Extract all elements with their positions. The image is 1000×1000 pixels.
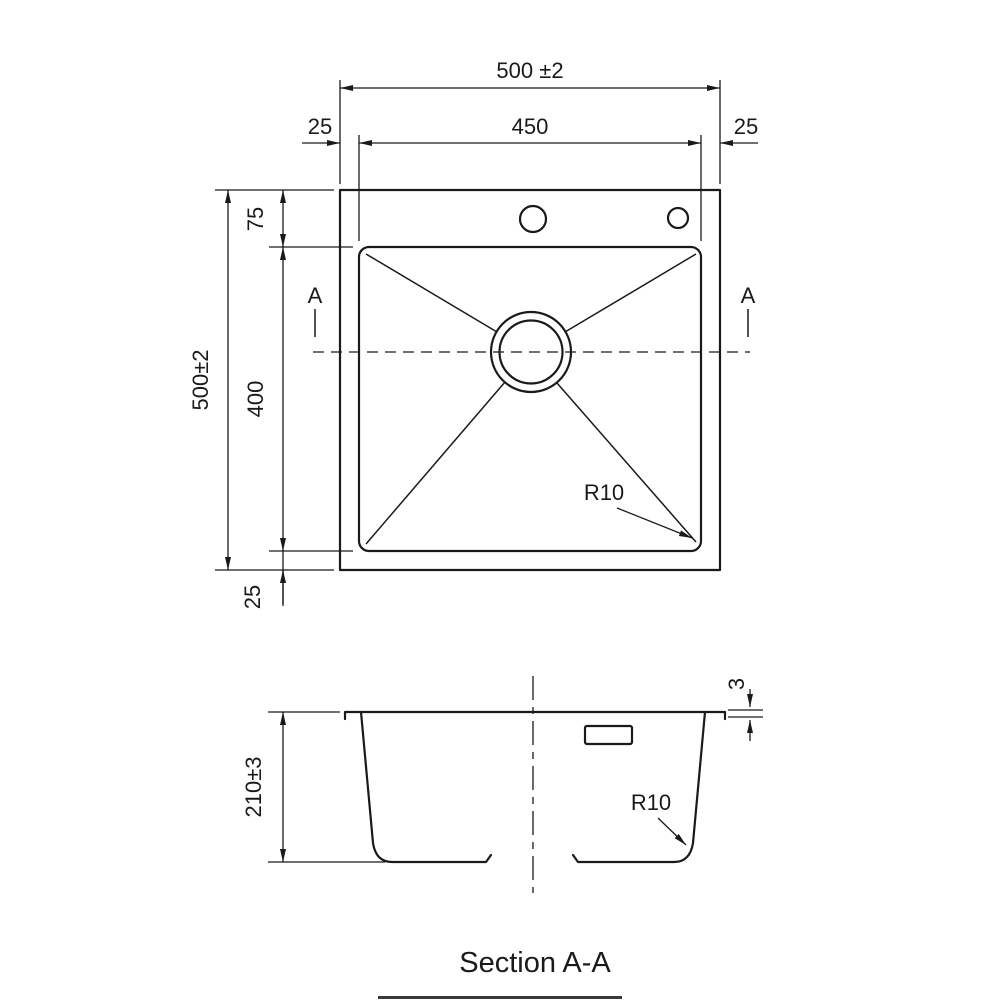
section-marker-label-left: A [308,283,323,308]
sink-bowl-edge [357,245,703,553]
bowl-slope-lines [365,253,697,545]
dim-label-overall-width: 500 ±2 [496,58,563,83]
dim-label-margin-left: 25 [308,114,332,139]
section-left-wall [359,710,493,864]
faucet-hole-secondary [666,206,690,230]
overflow-hole [583,724,634,746]
dim-label-bottom-margin: 25 [240,585,265,609]
sink-outer-edge [338,188,722,572]
faucet-hole-main [518,204,548,234]
radius-leader-line [616,507,693,539]
top-view: 500 ±2 450 25 25 500±2 75 400 25 A A R10 [188,58,758,609]
radius-label-plan: R10 [584,480,624,505]
slope-line-top-right [564,253,697,333]
slope-line-top-left [365,253,498,333]
dim-label-top-offset: 75 [243,207,268,231]
section-cut-line [313,309,750,353]
top-view-dimension-lines [215,80,758,606]
section-rim-line [343,710,727,721]
dim-label-depth: 210±3 [241,756,266,817]
dim-label-inner-height: 400 [243,381,268,418]
section-view: 3 210±3 R10 Section A-A [241,676,763,979]
section-dimension-lines [268,689,763,863]
bottom-edge-bar [378,996,622,999]
section-marker-label-right: A [741,283,756,308]
slope-line-bottom-left [365,381,506,545]
slope-line-bottom-right [556,382,697,543]
dim-label-overall-height: 500±2 [188,349,213,410]
dim-label-rim-thickness: 3 [724,678,749,690]
section-title: Section A-A [459,947,611,979]
radius-label-section: R10 [631,790,671,815]
dim-label-margin-right: 25 [734,114,758,139]
dim-label-inner-width: 450 [512,114,549,139]
section-right-wall [571,710,707,864]
radius-leader-line [657,817,687,846]
